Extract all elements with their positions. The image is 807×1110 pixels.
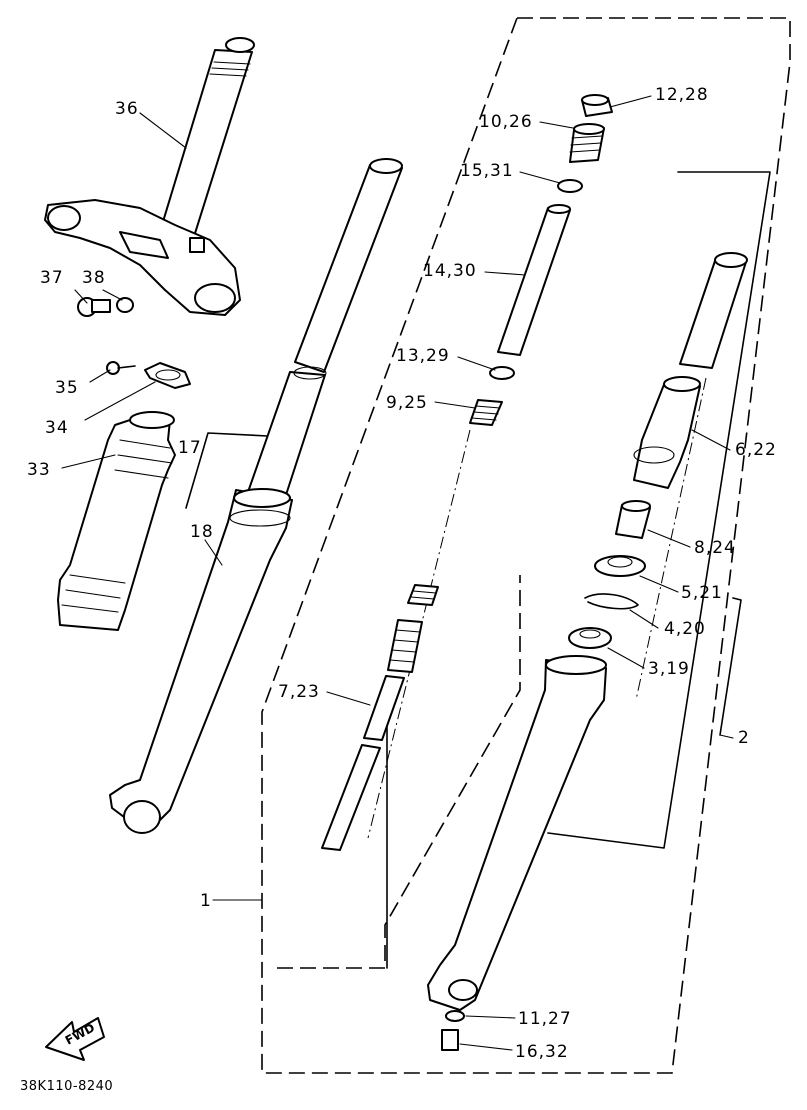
outer-tube-part-18	[109, 488, 293, 834]
label-part-17: 17	[178, 438, 202, 458]
washer-part-13	[489, 366, 515, 380]
label-part-16-32: 16,32	[515, 1042, 569, 1062]
label-part-1: 1	[200, 891, 212, 911]
label-part-3-19: 3,19	[648, 659, 690, 679]
label-part-36: 36	[115, 99, 139, 119]
damper-rod-part-7	[321, 619, 423, 851]
label-part-37: 37	[40, 268, 64, 288]
label-part-7-23: 7,23	[278, 682, 320, 702]
part-labels: 36 37 38 35 34 33 17 18 12,28 10,26 15,3…	[20, 85, 777, 1094]
label-part-6-22: 6,22	[735, 440, 777, 460]
label-part-13-29: 13,29	[396, 346, 450, 366]
bolt-part-16	[441, 1029, 459, 1051]
assembly-1-dashed-outline	[261, 17, 791, 1074]
fwd-arrow-icon: FWD	[45, 1017, 105, 1061]
outer-tube-part-2	[427, 655, 607, 1011]
spacer-part-15	[557, 179, 583, 193]
assembly-2-bracket	[547, 171, 771, 849]
gasket-part-11	[445, 1010, 465, 1022]
label-part-14-30: 14,30	[423, 261, 477, 281]
screw-part-35	[106, 361, 136, 375]
label-part-9-25: 9,25	[386, 393, 428, 413]
label-part-10-26: 10,26	[479, 112, 533, 132]
fork-boot-part-33	[57, 411, 176, 631]
dust-seal-part-5	[594, 555, 646, 577]
label-part-35: 35	[55, 378, 79, 398]
label-part-11-27: 11,27	[518, 1009, 572, 1029]
label-part-34: 34	[45, 418, 69, 438]
piston-part-6	[633, 252, 748, 489]
center-line-damper	[367, 429, 471, 839]
label-part-2: 2	[738, 728, 750, 748]
cap-bolt-part-10	[569, 123, 605, 163]
label-part-12-28: 12,28	[655, 85, 709, 105]
leader-lines	[61, 95, 734, 1051]
assembly-17-bracket	[185, 432, 269, 509]
oil-lock-piece-part-8	[615, 500, 651, 539]
spring-part-9	[407, 399, 503, 606]
drawing-code: 38K110-8240	[20, 1079, 113, 1094]
cap-part-12	[581, 94, 613, 117]
cover-part-34	[144, 362, 191, 389]
label-part-15-31: 15,31	[460, 161, 514, 181]
washer-part-38	[116, 297, 134, 313]
label-part-18: 18	[190, 522, 214, 542]
inner-tube-part-17	[247, 158, 403, 499]
label-part-4-20: 4,20	[664, 619, 706, 639]
label-part-5-21: 5,21	[681, 583, 723, 603]
clip-part-4	[584, 593, 639, 610]
bolt-part-37	[77, 297, 111, 317]
label-part-33: 33	[27, 460, 51, 480]
under-bracket-part-36	[44, 37, 255, 316]
fork-spring-part-14	[497, 204, 571, 356]
label-part-38: 38	[82, 268, 106, 288]
oil-seal-part-3	[568, 627, 612, 649]
label-part-8-24: 8,24	[694, 538, 736, 558]
